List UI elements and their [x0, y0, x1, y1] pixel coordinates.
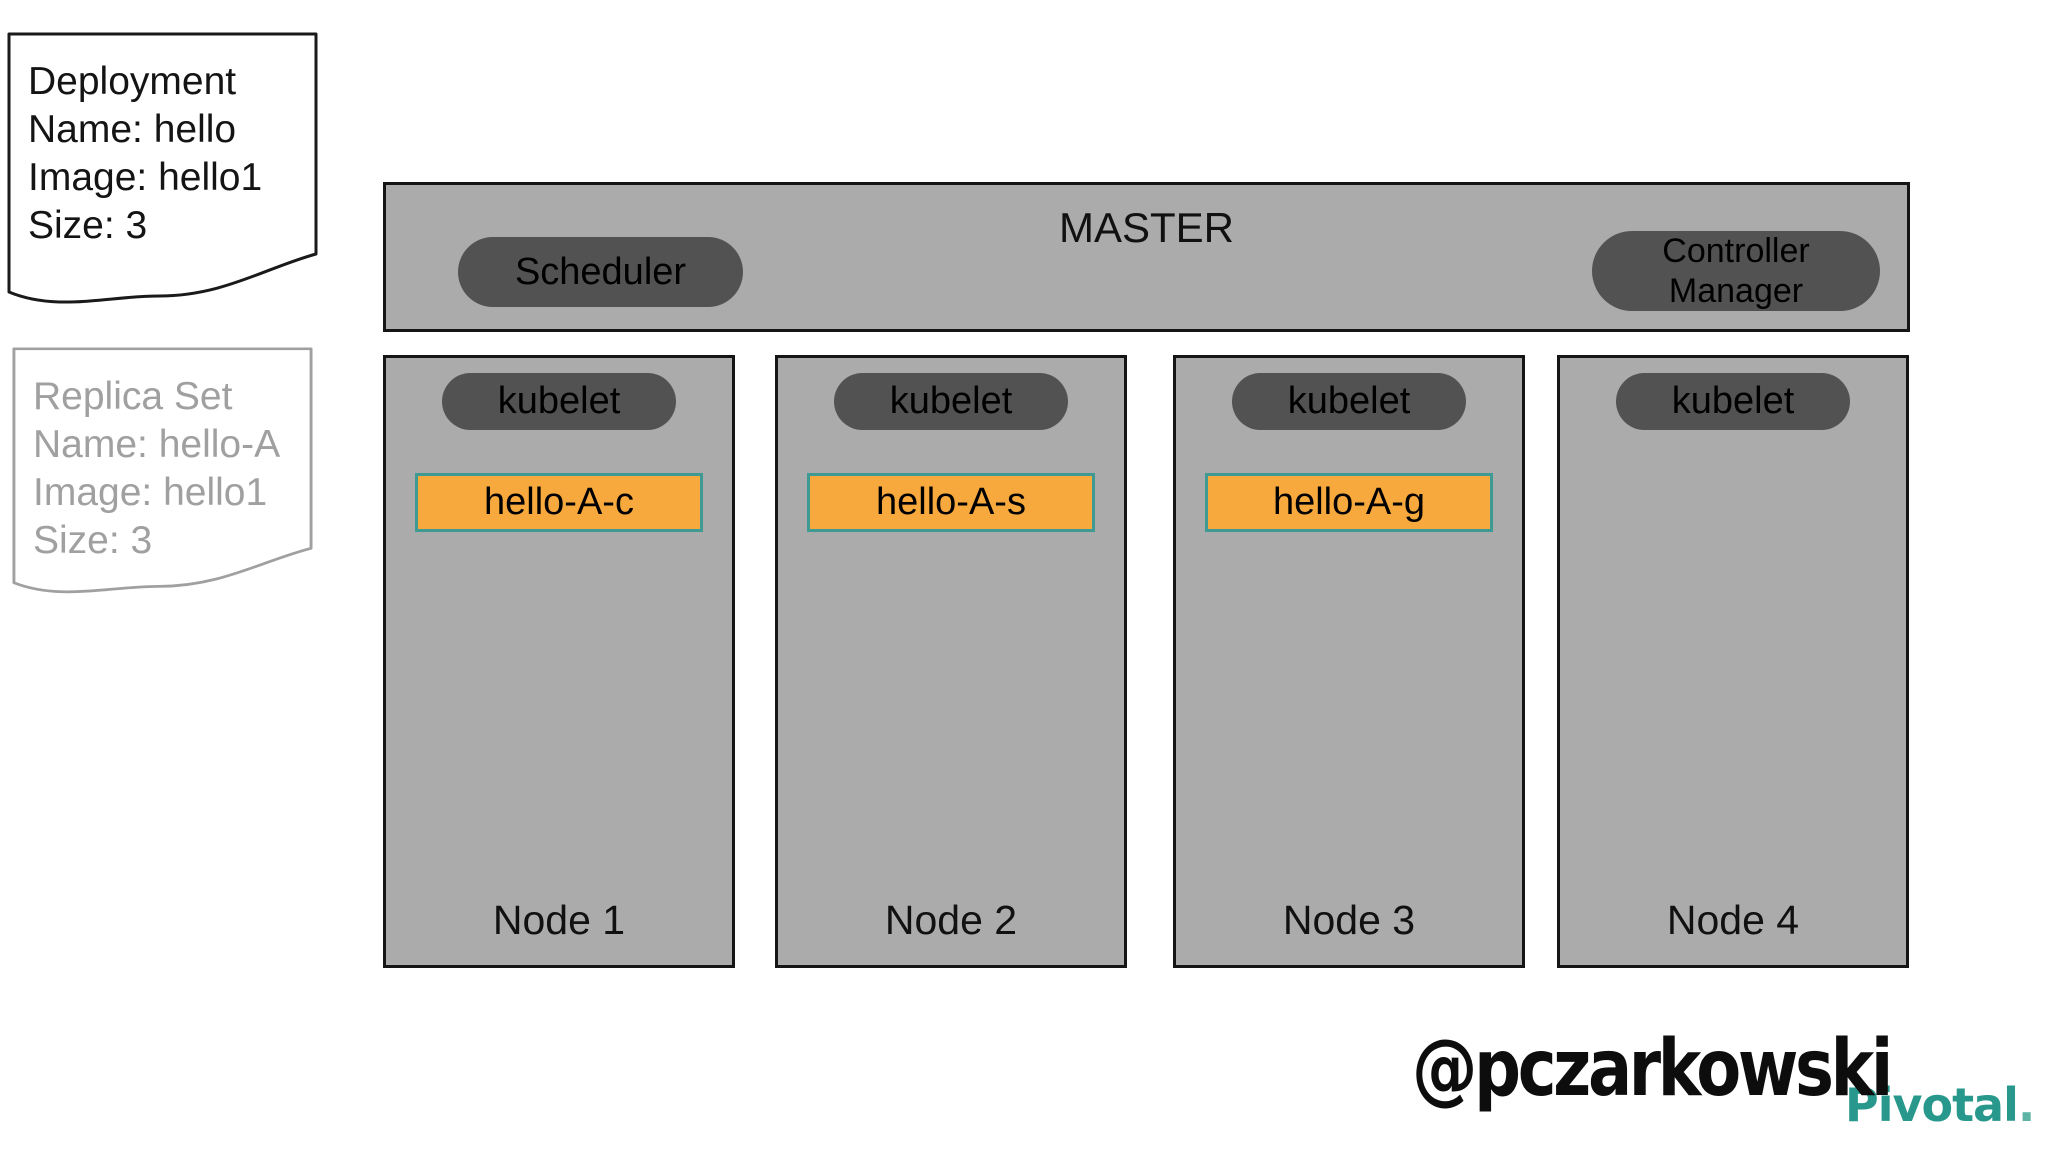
controller-manager-pill: Controller Manager [1592, 231, 1880, 311]
master-box: MASTER Scheduler Controller Manager [383, 182, 1910, 332]
node-2-box: kubelet hello-A-s Node 2 [775, 355, 1127, 968]
pod-label: hello-A-c [484, 481, 634, 523]
node-label: Node 2 [884, 897, 1018, 943]
pod-box: hello-A-s [807, 473, 1095, 532]
replica-set-note-line: Image: hello1 [33, 471, 268, 514]
replica-set-note-text: Replica Set Name: hello-A Image: hello1 … [33, 373, 280, 565]
kubelet-pill: kubelet [834, 373, 1068, 430]
deployment-note-line: Name: hello [28, 108, 237, 151]
deployment-note-text: Deployment Name: hello Image: hello1 Siz… [28, 58, 262, 250]
pivotal-logo-dot: . [2017, 1078, 2036, 1132]
pod-label: hello-A-s [876, 481, 1026, 523]
node-1-box: kubelet hello-A-c Node 1 [383, 355, 735, 968]
deployment-note: Deployment Name: hello Image: hello1 Siz… [7, 32, 318, 332]
master-title: MASTER [1058, 204, 1234, 251]
kubelet-pill: kubelet [1232, 373, 1466, 430]
pod-box: hello-A-g [1205, 473, 1493, 532]
node-3-box: kubelet hello-A-g Node 3 [1173, 355, 1525, 968]
kubelet-label: kubelet [1287, 380, 1411, 422]
replica-set-note-line: Name: hello-A [33, 423, 281, 466]
pivotal-logo: Pivotal. [1845, 1078, 2036, 1132]
node-label: Node 4 [1666, 897, 1800, 943]
replica-set-note-line: Size: 3 [33, 519, 153, 562]
kubelet-label: kubelet [497, 380, 621, 422]
node-4-box: kubelet Node 4 [1557, 355, 1909, 968]
controller-manager-label: Controller Manager [1662, 232, 1810, 310]
pod-box: hello-A-c [415, 473, 703, 532]
kubelet-label: kubelet [889, 380, 1013, 422]
replica-set-note: Replica Set Name: hello-A Image: hello1 … [12, 347, 313, 619]
deployment-note-line: Deployment [28, 60, 237, 103]
document-shape [12, 347, 313, 594]
deployment-note-line: Image: hello1 [28, 156, 263, 199]
pod-label: hello-A-g [1272, 481, 1426, 523]
document-shape [7, 32, 318, 304]
author-handle: @pczarkowski [1412, 1024, 1893, 1114]
pivotal-wordmark: Pivotal [1845, 1078, 2019, 1132]
deployment-note-line: Size: 3 [28, 204, 148, 247]
replica-set-note-line: Replica Set [33, 375, 233, 418]
kubelet-pill: kubelet [1616, 373, 1850, 430]
node-label: Node 1 [492, 897, 626, 943]
kubelet-pill: kubelet [442, 373, 676, 430]
scheduler-pill: Scheduler [458, 237, 743, 307]
scheduler-label: Scheduler [514, 250, 687, 293]
node-label: Node 3 [1282, 897, 1416, 943]
kubelet-label: kubelet [1671, 380, 1795, 422]
